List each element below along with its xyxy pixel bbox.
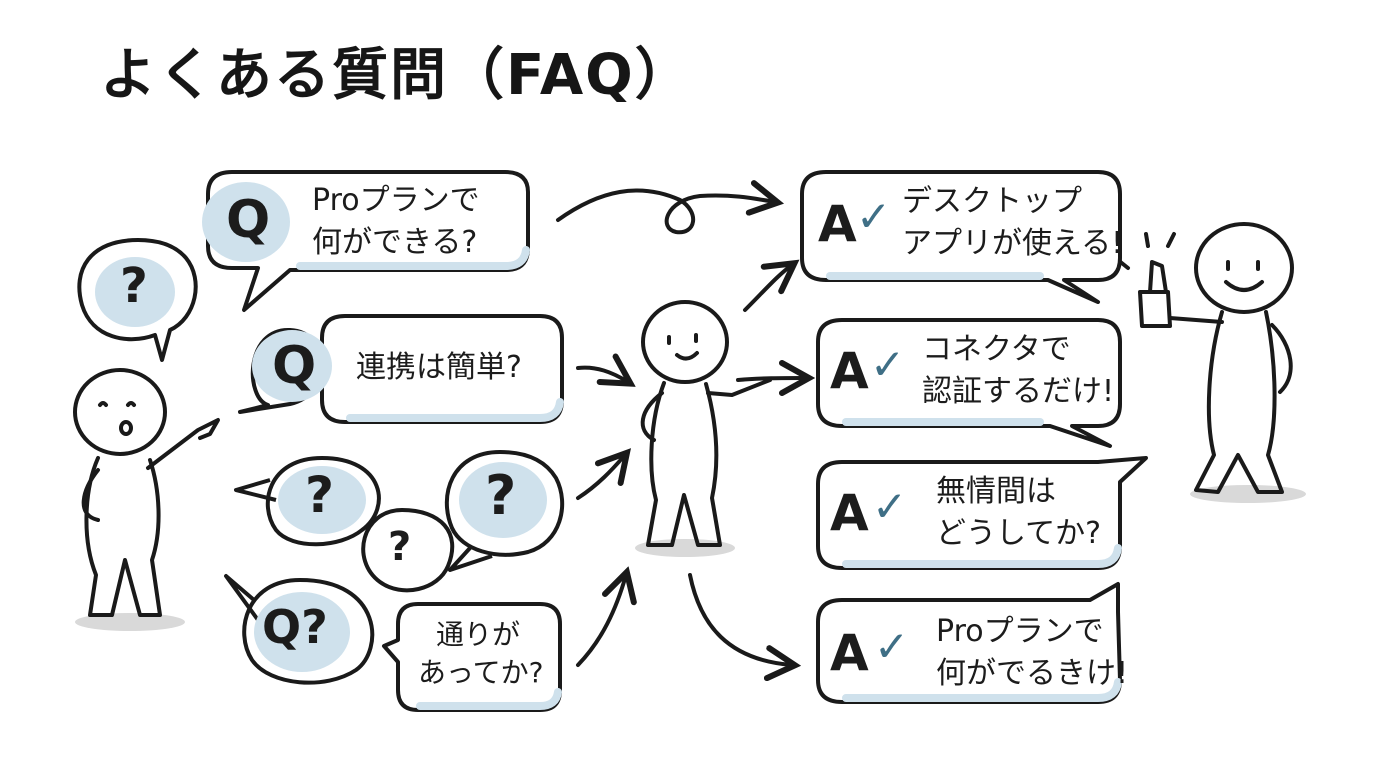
question-1-line-2: 何ができる? <box>312 225 478 260</box>
flow-arrows <box>556 190 806 665</box>
confusion-bubbles <box>234 450 565 593</box>
check-icon-2: ✓ <box>870 340 906 389</box>
question-mark-cluster-1: ? <box>305 466 335 524</box>
answer-4-line-1: Proプランで <box>936 614 1104 649</box>
a-marker-2: A <box>830 342 869 400</box>
question-mark-left: ? <box>120 258 148 314</box>
answer-3-line-2: どうしてか? <box>936 516 1102 551</box>
figure-shadow-right <box>1190 485 1306 503</box>
answer-2-line-2: 認証するだけ! <box>922 374 1115 409</box>
question-1-line-1: Proプランで <box>312 183 480 218</box>
check-icon-1: ✓ <box>856 192 892 241</box>
a-marker-4: A <box>830 624 869 682</box>
a-marker-1: A <box>818 195 857 253</box>
question-3-line-2: あってか? <box>418 656 544 689</box>
answer-2-line-1: コネクタで <box>922 332 1071 367</box>
presenter-figure <box>640 300 772 547</box>
page-title: よくある質問（FAQ） <box>100 43 693 108</box>
answer-1-line-2: アプリが使える! <box>902 226 1124 261</box>
answer-4-line-2: 何がでるきけ! <box>936 656 1129 691</box>
question-2-line-1: 連携は簡単? <box>356 350 522 385</box>
answer-3-line-1: 無情間は <box>936 474 1056 509</box>
question-bubble-1 <box>206 170 530 312</box>
check-icon-3: ✓ <box>872 482 908 531</box>
figure-shadow-left <box>75 613 185 631</box>
a-marker-3: A <box>830 484 869 542</box>
question-mark-cluster-3: ? <box>485 464 517 527</box>
answer-bubble-2 <box>816 318 1122 448</box>
question-mark-cluster-2: ? <box>388 524 412 570</box>
q-marker-1: Q <box>226 190 271 250</box>
q-badge-2 <box>252 330 332 402</box>
q-marker-2: Q <box>272 336 317 396</box>
q-badge-1 <box>202 182 290 262</box>
q-badge-4 <box>254 592 350 672</box>
question-3-line-1: 通りが <box>436 618 521 651</box>
answer-bubble-1 <box>800 170 1122 304</box>
q-marker-4: Q? <box>262 600 328 654</box>
happy-figure <box>1116 222 1294 494</box>
answer-1-line-1: デスクトップ <box>902 184 1082 219</box>
question-bubble-3 <box>382 602 562 712</box>
confused-figure <box>73 368 220 617</box>
check-icon-4: ✓ <box>874 622 910 671</box>
